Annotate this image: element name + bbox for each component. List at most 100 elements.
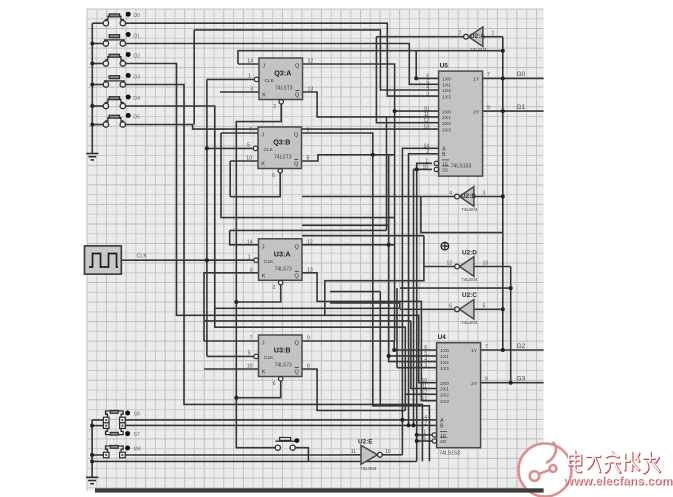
- svg-text:K: K: [262, 273, 266, 279]
- svg-text:CLK: CLK: [264, 147, 274, 153]
- svg-text:U5: U5: [440, 63, 449, 70]
- svg-text:M4: M4: [134, 447, 141, 453]
- svg-text:U2:E: U2:E: [358, 438, 373, 445]
- svg-text:G2: G2: [517, 343, 526, 350]
- svg-text:J: J: [261, 133, 264, 139]
- svg-text:6: 6: [273, 381, 276, 387]
- svg-text:1X3: 1X3: [442, 94, 451, 100]
- svg-text:2X0: 2X0: [440, 381, 449, 387]
- svg-text:74LS04: 74LS04: [360, 466, 377, 472]
- svg-text:U3:A: U3:A: [274, 249, 291, 258]
- svg-text:2X2: 2X2: [440, 393, 449, 399]
- svg-text:J: J: [262, 64, 265, 70]
- svg-text:J: J: [262, 244, 265, 250]
- svg-text:2: 2: [424, 421, 427, 427]
- svg-text:CLK: CLK: [264, 259, 274, 265]
- svg-text:K: K: [261, 162, 265, 168]
- svg-text:14: 14: [422, 415, 428, 421]
- svg-text:10: 10: [422, 378, 428, 384]
- svg-text:11: 11: [422, 384, 427, 390]
- svg-text:S8: S8: [134, 412, 140, 418]
- svg-text:9: 9: [307, 336, 310, 342]
- svg-text:2X2: 2X2: [442, 121, 451, 127]
- svg-text:1: 1: [423, 430, 426, 436]
- svg-text:1X1: 1X1: [440, 354, 449, 360]
- svg-text:www.elecfans.com: www.elecfans.com: [564, 475, 673, 489]
- svg-text:13: 13: [422, 396, 428, 402]
- svg-text:D0: D0: [133, 13, 140, 19]
- svg-text:7: 7: [250, 336, 253, 342]
- svg-text:3: 3: [250, 87, 253, 93]
- svg-text:2X1: 2X1: [440, 387, 449, 393]
- svg-text:Q3:B: Q3:B: [273, 138, 290, 147]
- svg-text:U2:D: U2:D: [462, 249, 477, 256]
- svg-text:2Y: 2Y: [473, 109, 480, 115]
- svg-text:3: 3: [250, 267, 253, 273]
- svg-text:10: 10: [246, 156, 252, 162]
- svg-text:D5: D5: [133, 115, 140, 121]
- svg-text:12: 12: [424, 118, 430, 124]
- svg-text:1X1: 1X1: [442, 83, 451, 89]
- svg-text:13: 13: [483, 261, 489, 267]
- svg-text:5: 5: [426, 80, 429, 86]
- svg-text:74LST3: 74LST3: [275, 86, 293, 92]
- svg-text:CLK: CLK: [137, 254, 148, 260]
- svg-text:74LS153: 74LS153: [439, 451, 460, 457]
- svg-text:4: 4: [426, 85, 429, 91]
- svg-text:2G: 2G: [442, 168, 449, 173]
- svg-text:U2:C: U2:C: [462, 292, 477, 299]
- svg-text:1X0: 1X0: [440, 348, 449, 354]
- svg-text:1: 1: [425, 159, 428, 165]
- svg-text:12: 12: [308, 59, 314, 65]
- svg-text:1G: 1G: [440, 433, 447, 438]
- svg-text:7: 7: [487, 72, 490, 78]
- svg-text:S7: S7: [134, 432, 140, 438]
- svg-text:1G: 1G: [442, 162, 449, 167]
- svg-text:74LS73: 74LS73: [275, 266, 292, 272]
- svg-text:G1: G1: [517, 104, 526, 111]
- svg-text:CLK: CLK: [265, 78, 275, 84]
- svg-text:10: 10: [424, 106, 430, 112]
- svg-text:1Y: 1Y: [471, 348, 478, 354]
- svg-text:2G: 2G: [440, 439, 447, 444]
- svg-text:13: 13: [308, 87, 314, 93]
- svg-text:A: A: [440, 418, 444, 424]
- svg-text:14: 14: [247, 239, 253, 245]
- svg-text:1: 1: [248, 254, 251, 260]
- svg-text:9: 9: [487, 105, 490, 111]
- svg-text:1X0: 1X0: [442, 77, 451, 83]
- svg-text:6: 6: [426, 74, 429, 80]
- svg-text:4: 4: [449, 191, 452, 197]
- svg-text:14: 14: [424, 144, 430, 150]
- svg-text:13: 13: [307, 267, 313, 273]
- svg-text:12: 12: [422, 390, 428, 396]
- svg-text:74LS153: 74LS153: [451, 164, 472, 170]
- svg-text:K: K: [262, 93, 266, 99]
- svg-text:U3:B: U3:B: [274, 346, 291, 355]
- svg-text:74LST3: 74LST3: [274, 155, 292, 161]
- svg-text:1X2: 1X2: [442, 88, 451, 94]
- svg-text:K: K: [262, 370, 266, 376]
- svg-text:74LS04: 74LS04: [461, 320, 478, 326]
- svg-text:74LS04: 74LS04: [461, 277, 478, 283]
- svg-text:7: 7: [249, 128, 252, 134]
- svg-text:G0: G0: [517, 71, 526, 78]
- svg-text:14: 14: [247, 59, 253, 65]
- svg-text:2X3: 2X3: [440, 399, 449, 405]
- svg-text:2: 2: [458, 31, 461, 37]
- svg-text:D2: D2: [133, 54, 140, 60]
- svg-text:5: 5: [483, 303, 486, 309]
- svg-text:1X3: 1X3: [440, 366, 449, 372]
- svg-text:2: 2: [273, 104, 276, 110]
- svg-text:3: 3: [483, 191, 486, 197]
- svg-text:74LS73: 74LS73: [275, 363, 292, 369]
- svg-text:U4: U4: [438, 334, 447, 341]
- svg-text:CLK: CLK: [264, 355, 274, 361]
- svg-text:G3: G3: [517, 376, 526, 383]
- svg-text:10: 10: [247, 364, 253, 370]
- svg-text:15: 15: [421, 436, 427, 442]
- svg-text:10: 10: [385, 449, 391, 455]
- svg-text:11: 11: [351, 449, 356, 455]
- svg-text:J: J: [262, 341, 265, 347]
- svg-text:12: 12: [446, 261, 452, 267]
